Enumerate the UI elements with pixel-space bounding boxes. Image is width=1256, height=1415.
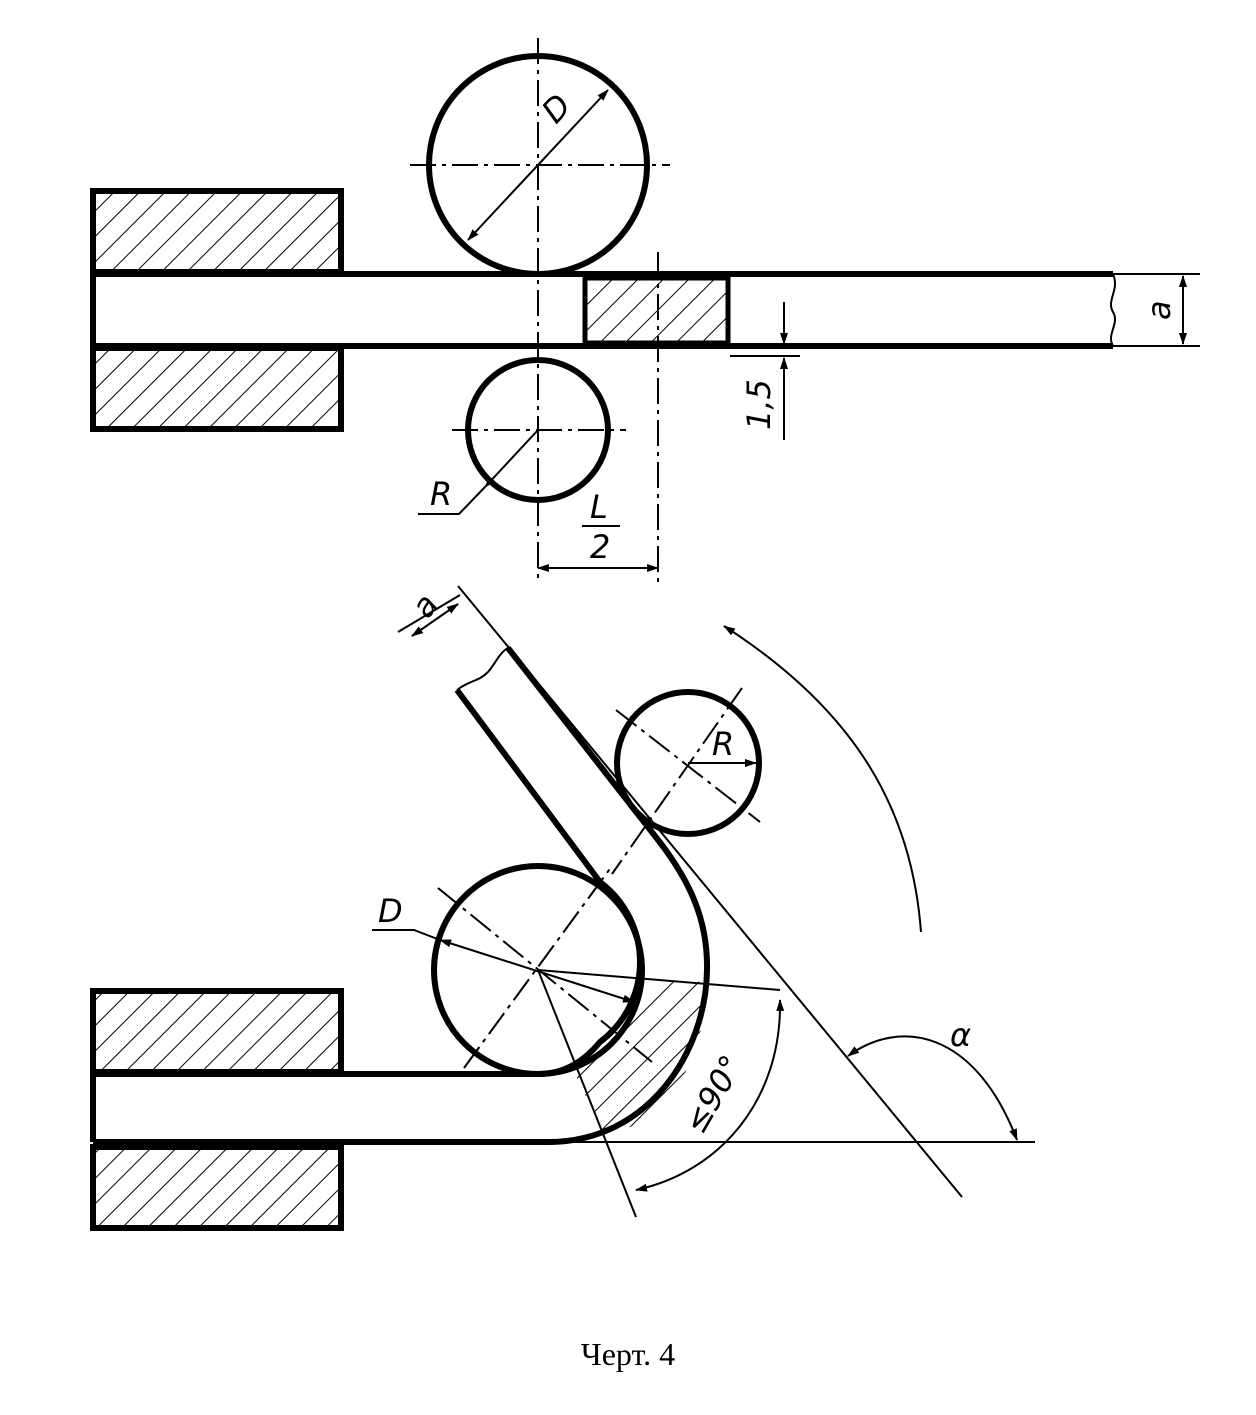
bottom-radius-label: R [712,725,734,763]
top-gap-label: 1,5 [740,379,778,430]
bottom-thickness-arrow [411,603,459,637]
bottom-clamp-upper [90,988,344,1075]
top-diameter-arrow [467,89,609,241]
figure-caption: Черт. 4 [580,1336,676,1372]
top-half-length-den: 2 [590,528,610,566]
bottom-mandrel-axis-1 [437,887,653,1063]
bottom-diameter-leader [372,929,441,941]
bottom-bend-angle-label: α [950,1016,971,1054]
top-specimen [90,271,1116,349]
top-clamp-upper [90,188,344,275]
bottom-clamp-lower [90,1144,344,1231]
bottom-rotation-arrow [723,625,922,933]
top-radius-arrow [484,429,539,488]
bottom-view: a R D α ≤90° [90,585,1035,1231]
top-clamp-lower [90,345,344,432]
top-half-length-num: L [590,488,608,526]
top-view: D R L 2 a 1,5 [90,38,1200,582]
bottom-mandrel-axis-2 [463,865,613,1069]
bottom-limit-angle-arc [635,999,785,1192]
bottom-mandrel [431,863,645,1077]
top-radius-leader [418,486,486,515]
bottom-roll-axis-2 [611,687,743,875]
bottom-bend-angle-arc [847,1035,1018,1141]
bottom-diameter-arrow [439,939,635,1003]
bottom-radial-line [537,969,637,1218]
bottom-diameter-label: D [378,892,403,930]
top-strip-section [582,275,731,346]
bottom-thickness-label: a [403,587,445,625]
bottom-roll [614,689,762,837]
top-radius-label: R [430,475,452,513]
top-diameter-label: D [534,87,579,131]
top-thickness-label: a [1140,300,1178,320]
